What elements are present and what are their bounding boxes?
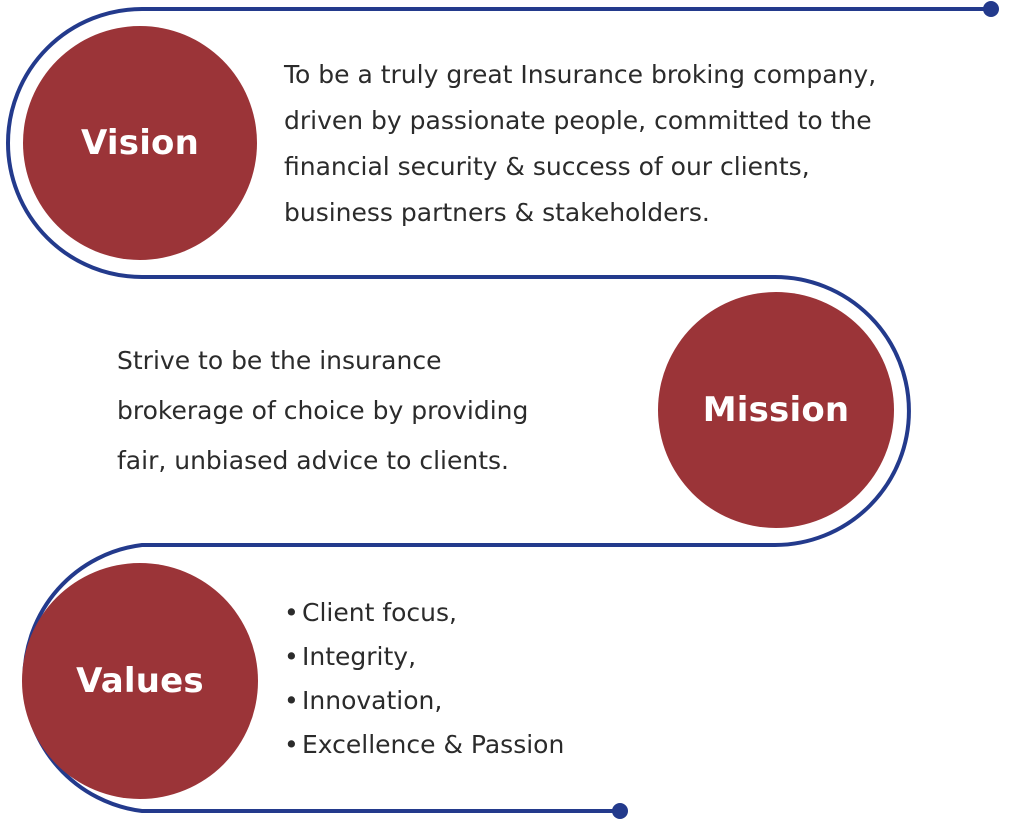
mission-statement: Strive to be the insurance brokerage of …: [117, 336, 528, 486]
mission-line: fair, unbiased advice to clients.: [117, 446, 509, 475]
vision-line: financial security & success of our clie…: [284, 152, 810, 181]
mission-line: Strive to be the insurance: [117, 346, 442, 375]
vision-line: business partners & stakeholders.: [284, 198, 710, 227]
mission-label: Mission: [702, 390, 850, 430]
values-list-item: Client focus,: [284, 591, 564, 635]
values-list-item: Integrity,: [284, 635, 564, 679]
values-label: Values: [76, 661, 204, 701]
vision-circle: Vision: [23, 26, 257, 260]
values-list-item: Excellence & Passion: [284, 723, 564, 767]
vision-statement: To be a truly great Insurance broking co…: [284, 52, 876, 236]
vision-label: Vision: [80, 123, 200, 163]
values-list-item: Innovation,: [284, 679, 564, 723]
vision-line: To be a truly great Insurance broking co…: [284, 60, 877, 89]
values-circle: Values: [22, 563, 258, 799]
mission-line: brokerage of choice by providing: [117, 396, 529, 425]
connector-end-dot-bottom: [612, 803, 628, 819]
connector-end-dot-top: [983, 1, 999, 17]
mission-circle: Mission: [658, 292, 894, 528]
vision-line: driven by passionate people, committed t…: [284, 106, 872, 135]
values-list: Client focus, Integrity, Innovation, Exc…: [284, 591, 564, 767]
